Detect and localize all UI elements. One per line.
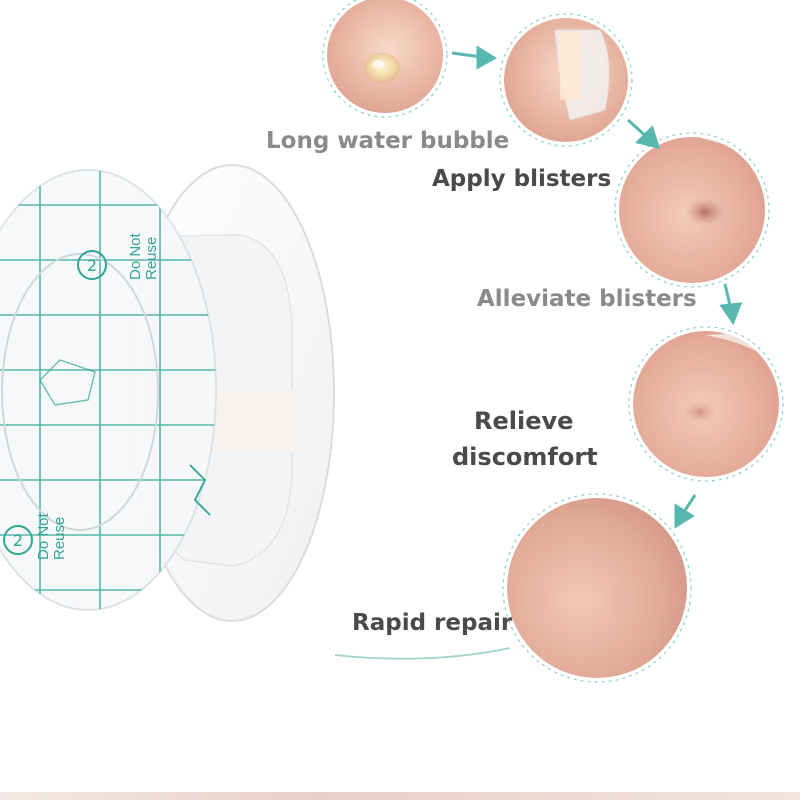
arrow-1-icon — [451, 45, 497, 70]
step-label-discomfort: discomfort — [452, 443, 598, 471]
arrow-2-icon — [626, 118, 661, 150]
step-photo-4 — [633, 331, 779, 477]
arrow-4-icon — [674, 494, 697, 529]
step-label-long-water-bubble: Long water bubble — [266, 128, 510, 154]
step-photo-3 — [619, 137, 765, 283]
photo-rings — [322, 0, 784, 683]
bottom-strip — [0, 792, 800, 800]
patch-front: 2 2 — [0, 169, 217, 611]
svg-text:2: 2 — [87, 256, 97, 275]
step-photo-5 — [507, 498, 687, 678]
patch-print-line1: Do Not — [127, 232, 144, 280]
step-label-apply-blisters: Apply blisters — [432, 166, 612, 192]
svg-text:2: 2 — [13, 531, 23, 550]
step-arrows — [451, 45, 743, 529]
step-photo-1 — [327, 0, 443, 113]
patch-print-bottom: Do Not Reuse — [35, 512, 68, 560]
step-label-relieve: Relieve — [474, 407, 574, 435]
arrow-3-icon — [719, 283, 743, 326]
patch-print-line2: Reuse — [143, 237, 160, 280]
underline-swoosh — [334, 647, 511, 660]
patch-print-line1-bottom: Do Not — [35, 512, 52, 560]
patch-print-top: Do Not Reuse — [127, 232, 160, 280]
patch-print-line2-bottom: Reuse — [51, 517, 68, 560]
step-photo-2 — [504, 18, 628, 142]
step-label-alleviate-blisters: Alleviate blisters — [477, 286, 697, 312]
step-label-rapid-repair: Rapid repair — [352, 610, 513, 636]
